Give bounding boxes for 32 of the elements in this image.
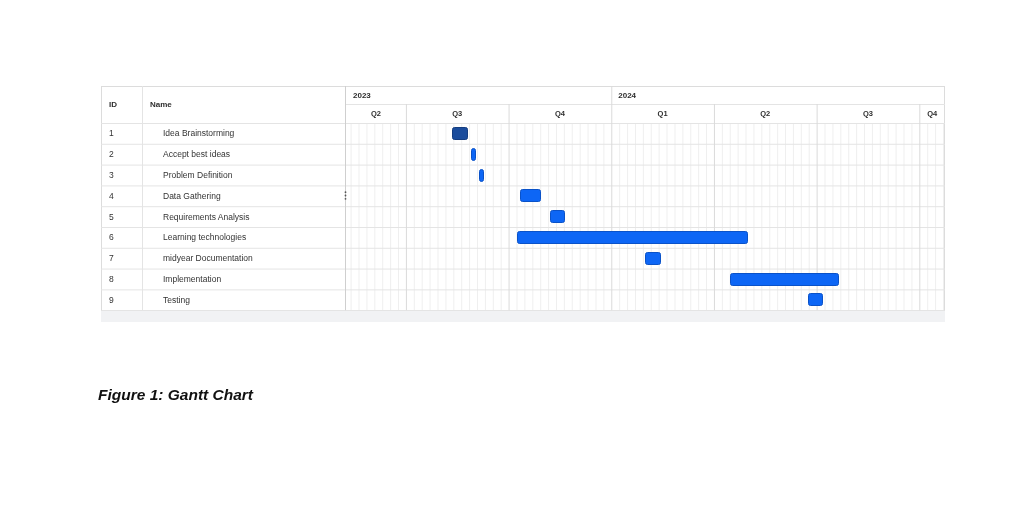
task-id: 9 [109,295,114,305]
task-bar [517,230,748,244]
task-bar [478,168,484,182]
task-bar [451,126,468,140]
task-id: 8 [109,274,114,284]
task-id: 4 [109,191,114,201]
task-id: 7 [109,253,114,263]
task-bar [550,210,566,224]
figure-caption: Figure 1: Gantt Chart [98,386,253,404]
task-bar [470,147,476,161]
task-name: Learning technologies [163,233,247,242]
task-name: midyear Documentation [163,253,253,263]
task-bar [730,272,839,286]
task-id: 1 [109,129,114,138]
task-id: 6 [109,233,114,242]
task-name: Problem Definition [163,170,233,180]
task-bar [807,293,824,307]
task-name: Idea Brainstorming [163,129,235,138]
task-id: 5 [109,212,114,221]
task-name: Requirements Analysis [163,212,250,221]
task-name: Implementation [163,274,222,284]
task-name: Accept best ideas [163,149,231,159]
year-label: 2023 [353,91,371,100]
task-name: Testing [163,295,190,305]
task-id: 2 [109,149,114,159]
column-header: Name [150,100,172,109]
year-label: 2024 [618,91,637,100]
task-bar [519,189,542,203]
task-name: Data Gathering [163,191,221,201]
task-id: 3 [109,170,114,180]
column-header: ID [109,100,117,109]
task-bar [645,251,662,265]
